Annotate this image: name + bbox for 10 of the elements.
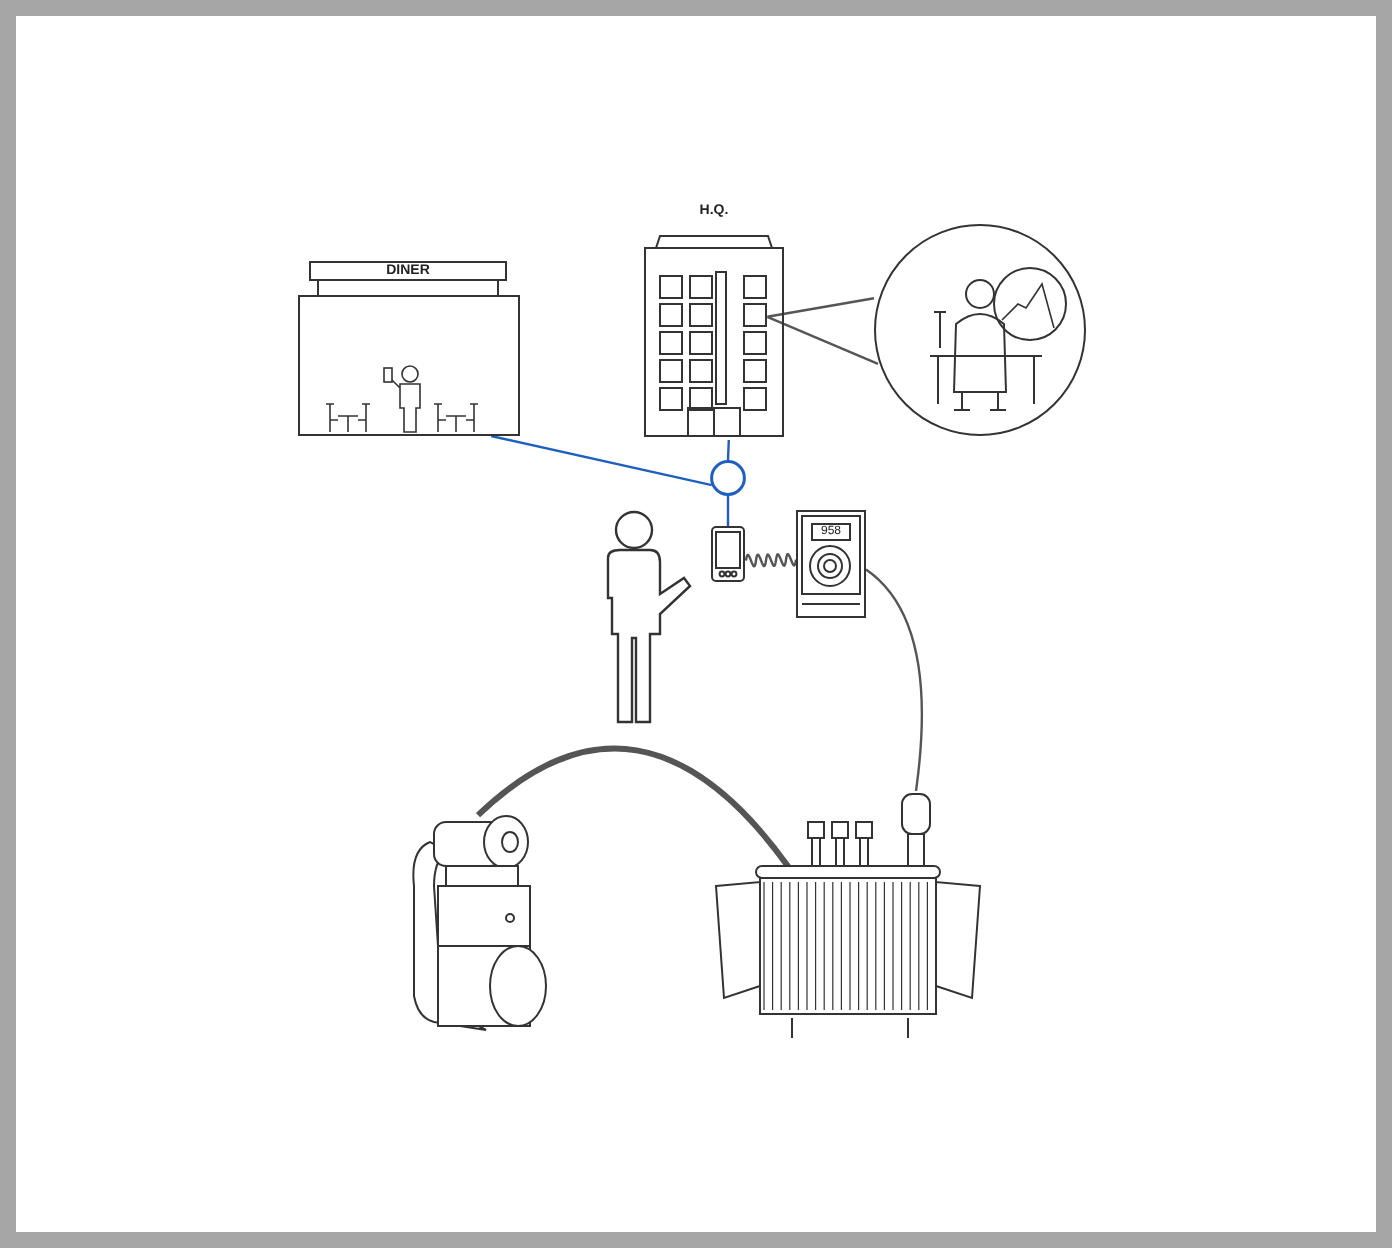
office-worker-inset-drawing xyxy=(874,224,1086,436)
hub-circle xyxy=(710,460,746,496)
cable xyxy=(476,745,791,869)
smartphone-icon xyxy=(710,526,746,582)
connector-line xyxy=(865,568,924,792)
connector-line xyxy=(490,434,713,487)
connector-line xyxy=(726,439,730,461)
connector-line xyxy=(766,297,880,366)
connector-line xyxy=(726,496,730,526)
connector-line xyxy=(744,553,798,567)
